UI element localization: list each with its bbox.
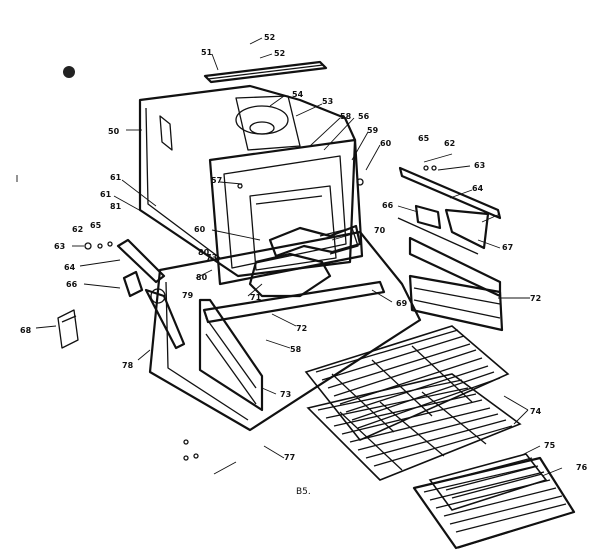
callout-70: 70 <box>374 226 386 235</box>
callout-68: 68 <box>20 326 32 335</box>
callout-63a: 63 <box>54 242 65 251</box>
callout-64b: 64 <box>472 184 484 193</box>
callout-72a: 72 <box>296 324 307 333</box>
front-trim-bar <box>202 280 386 324</box>
callout-51: 51 <box>201 48 213 57</box>
broiler-element <box>248 252 332 298</box>
callout-72b: 72 <box>530 294 541 303</box>
callout-52b: 52 <box>274 49 285 58</box>
oven-liner <box>249 185 337 271</box>
callout-62a: 62 <box>72 225 83 234</box>
callout-67: 67 <box>502 243 513 252</box>
bake-element <box>268 224 362 258</box>
callout-54: 54 <box>292 90 304 99</box>
left-side-panel <box>198 298 264 412</box>
callout-75: 75 <box>544 441 556 450</box>
callout-labels: 51 52 52 53 54 56 57 58 59 60 60 61 61 6… <box>20 33 588 472</box>
callout-77: 77 <box>284 453 295 462</box>
callout-65a: 65 <box>90 221 102 230</box>
callout-80a: 80 <box>198 248 210 257</box>
callout-60a: 60 <box>380 139 392 148</box>
leader-lines <box>35 37 563 477</box>
callout-61b: 61 <box>100 190 112 199</box>
base-pan <box>148 230 422 432</box>
callout-60b: 60 <box>194 225 206 234</box>
callout-73b: 73 <box>206 253 217 262</box>
registration-dot <box>63 66 75 78</box>
broiler-pan-insert <box>428 453 548 511</box>
callout-66a: 66 <box>66 280 78 289</box>
callout-69: 69 <box>396 299 408 308</box>
callout-78: 78 <box>122 361 134 370</box>
callout-81: 81 <box>110 202 122 211</box>
oven-front-frame <box>208 138 364 286</box>
figure-code: B5. <box>296 487 311 497</box>
right-side-rail <box>408 274 504 332</box>
callout-73a: 73 <box>280 390 291 399</box>
callout-58: 58 <box>340 112 352 121</box>
callout-80b: 80 <box>196 273 208 282</box>
oven-rack-lower <box>306 373 522 481</box>
callout-59: 59 <box>367 126 379 135</box>
right-rack-support <box>397 166 502 298</box>
oven-cabinet-body <box>138 84 357 278</box>
oven-rack-upper <box>304 325 510 441</box>
callout-76: 76 <box>576 463 588 472</box>
hinge-bracket <box>57 309 79 349</box>
callout-53: 53 <box>322 97 333 106</box>
broiler-pan <box>412 456 576 550</box>
callout-63b: 63 <box>474 161 485 170</box>
callout-61a: 61 <box>110 173 122 182</box>
callout-50: 50 <box>108 127 120 136</box>
callout-71: 71 <box>250 293 262 302</box>
callout-64a: 64 <box>64 263 76 272</box>
top-trim-strip <box>203 60 328 84</box>
left-rack-support <box>116 238 186 350</box>
callout-66b: 66 <box>382 201 394 210</box>
callout-65b: 65 <box>418 134 430 143</box>
callout-74: 74 <box>530 407 542 416</box>
callout-56: 56 <box>358 112 370 121</box>
callout-79: 79 <box>182 291 194 300</box>
callout-57: 57 <box>211 176 222 185</box>
callout-58b: 58 <box>290 345 302 354</box>
callout-62b: 62 <box>444 139 455 148</box>
screws-fasteners <box>84 165 437 461</box>
callout-52a: 52 <box>264 33 275 42</box>
